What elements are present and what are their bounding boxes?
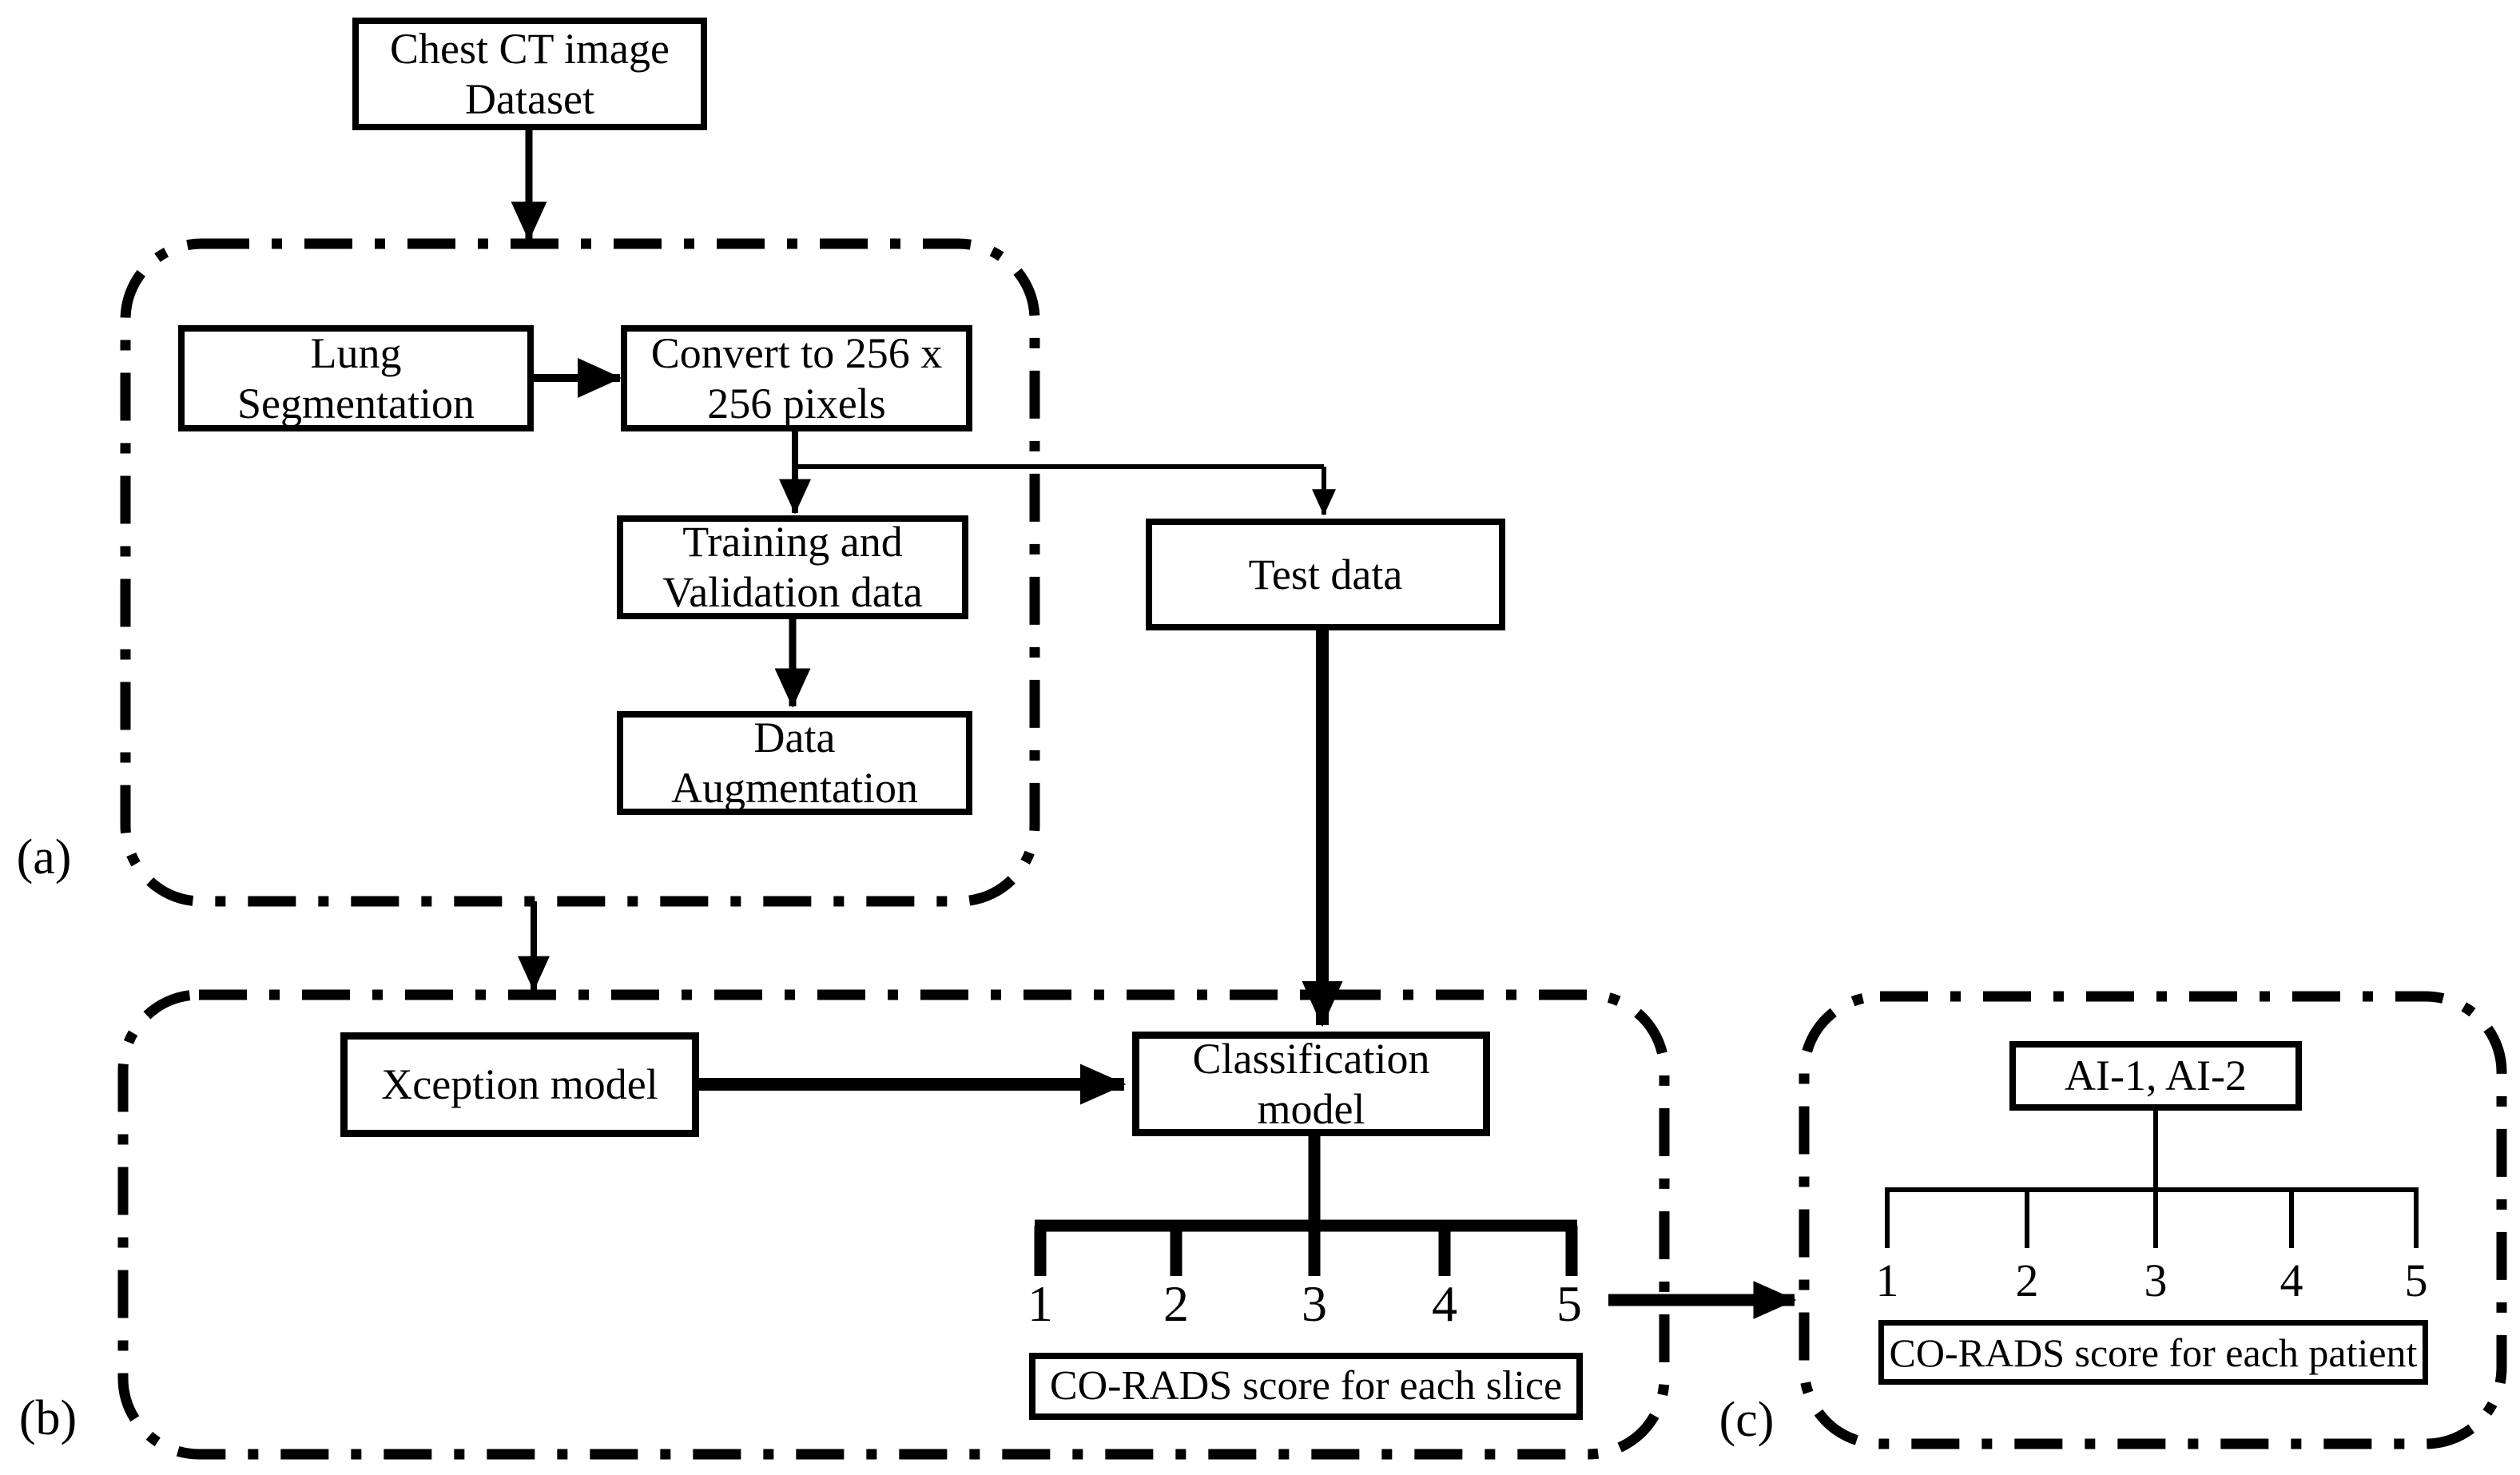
classification-model-node: Classification model (1132, 1032, 1490, 1136)
slice-score-4: 4 (1432, 1275, 1457, 1332)
ai-models-node: AI-1, AI-2 (2009, 1041, 2302, 1111)
region-c-label: (c) (1719, 1393, 1775, 1447)
slice-score-5: 5 (1556, 1275, 1582, 1332)
test-data-node: Test data (1146, 519, 1505, 630)
region-b-border (117, 989, 1670, 1460)
data-augmentation-node: Data Augmentation (617, 711, 972, 815)
patient-score-3: 3 (2144, 1254, 2168, 1306)
slice-score-3: 3 (1302, 1275, 1327, 1332)
corads-patient-caption: CO-RADS score for each patient (1878, 1320, 2428, 1385)
lung-segmentation-node: Lung Segmentation (178, 325, 534, 431)
patient-score-1: 1 (1875, 1254, 1899, 1306)
bracket-slice-scores (1034, 1219, 1578, 1276)
patient-score-4: 4 (2280, 1254, 2303, 1306)
convert-pixels-node: Convert to 256 x 256 pixels (621, 325, 972, 431)
slice-score-1: 1 (1027, 1275, 1053, 1332)
patient-score-2: 2 (2015, 1254, 2039, 1306)
region-c-border (1799, 991, 2507, 1449)
xception-model-node: Xception model (340, 1032, 699, 1137)
training-validation-node: Training and Validation data (617, 515, 968, 619)
slice-score-2: 2 (1163, 1275, 1189, 1332)
bracket-patient-scores (1885, 1187, 2419, 1248)
chest-ct-dataset-node: Chest CT image Dataset (352, 18, 707, 130)
corads-slice-caption: CO-RADS score for each slice (1029, 1353, 1583, 1420)
region-a-border (120, 238, 1040, 907)
region-a-label: (a) (16, 830, 72, 885)
region-b-label: (b) (18, 1391, 78, 1445)
patient-score-5: 5 (2404, 1254, 2428, 1306)
